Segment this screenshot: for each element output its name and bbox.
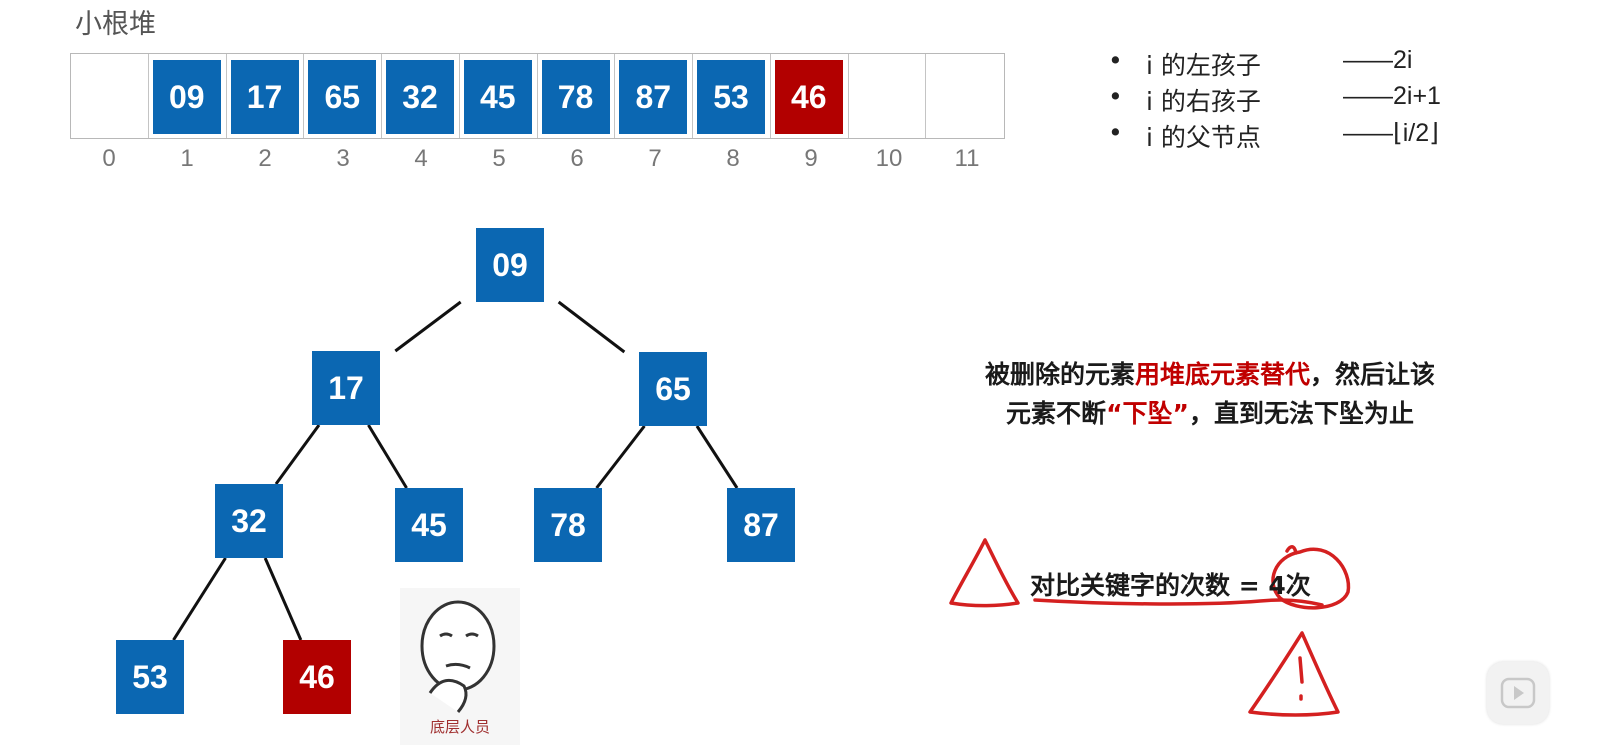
count-underline	[1033, 598, 1324, 607]
array-element: 32	[386, 60, 454, 134]
note-text: ，然后让该	[1310, 360, 1436, 389]
array-index: 5	[492, 145, 506, 172]
array-index: 6	[570, 145, 584, 172]
note-highlight: “下坠”	[1106, 399, 1189, 428]
tree-node-17: 17	[312, 351, 380, 425]
tree-edge	[557, 300, 626, 354]
note-text: 元素不断	[1006, 399, 1107, 428]
tree-node-45: 45	[395, 488, 463, 562]
array-cell: 78	[538, 54, 616, 138]
array-index-row: 0 1 2 3 4 5 6 7 8 9 10 11	[70, 145, 1006, 173]
array-cell: 46	[771, 54, 849, 138]
meme-face-icon	[420, 600, 496, 713]
array-index: 10	[875, 145, 903, 172]
array-element: 87	[619, 60, 688, 134]
formula-bullet: •	[1108, 46, 1123, 75]
tree-edge	[263, 557, 303, 641]
tree-node-46: 46	[283, 640, 351, 714]
array-element: 46	[774, 60, 843, 134]
array-cell	[71, 54, 149, 138]
array-cell: 65	[304, 54, 382, 138]
tree-edge	[695, 425, 739, 489]
tree-node-09: 09	[476, 228, 544, 302]
array-index: 2	[258, 145, 272, 172]
tree-edge	[595, 425, 646, 489]
array-cell: 45	[460, 54, 538, 138]
formula-bullet: •	[1108, 118, 1123, 147]
deletion-note-line-2: 元素不断“下坠”，直到无法下坠为止	[940, 394, 1480, 433]
formula-value: ——⌊i/2⌋	[1343, 119, 1439, 147]
tree-node-78: 78	[534, 488, 602, 562]
note-text: ，直到无法下坠为止	[1188, 399, 1414, 428]
tree-node-32: 32	[215, 484, 283, 558]
tree-edge	[172, 557, 227, 641]
deletion-note-line-1: 被删除的元素用堆底元素替代，然后让该	[940, 355, 1480, 394]
meme-caption: 底层人员	[429, 718, 490, 736]
formula-term: i 的父节点	[1146, 123, 1261, 152]
array-cell	[849, 54, 927, 138]
tree-edge	[367, 424, 408, 489]
array-element: 65	[308, 60, 377, 134]
array-index: 8	[726, 145, 740, 172]
tree-edge	[394, 300, 462, 353]
tree-node-53: 53	[116, 640, 184, 714]
array-element: 17	[230, 60, 299, 134]
warning-triangle-left-icon	[949, 538, 1020, 608]
array-cell: 53	[693, 54, 771, 138]
array-cell: 17	[227, 54, 305, 138]
tree-edges	[172, 300, 739, 641]
array-element: 53	[697, 60, 765, 134]
tree-node-87: 87	[727, 488, 795, 562]
formula-term: i 的右孩子	[1146, 87, 1261, 116]
warning-triangle-right-icon	[1248, 631, 1340, 717]
tree-edge	[274, 424, 321, 485]
formula-value: ——2i+1	[1343, 82, 1441, 110]
page-title: 小根堆	[75, 9, 156, 40]
note-text: 被删除的元素	[984, 360, 1135, 389]
array-index: 7	[648, 145, 662, 172]
count-circle	[1271, 545, 1351, 610]
formula-bullet: •	[1108, 82, 1123, 111]
meme-image: 底层人员	[400, 588, 520, 745]
array-index: 9	[804, 145, 818, 172]
formula-term: i 的左孩子	[1146, 51, 1261, 80]
array-cell: 09	[149, 54, 227, 138]
array-cell: 87	[615, 54, 693, 138]
array-element: 78	[541, 60, 610, 134]
array-index: 4	[414, 145, 428, 172]
array-cell	[926, 54, 1004, 138]
array-element: 45	[463, 60, 532, 134]
formula-value: ——2i	[1343, 46, 1413, 74]
exclamation-icon	[1298, 656, 1304, 701]
array-index: 1	[180, 145, 194, 172]
array-cell: 32	[382, 54, 460, 138]
deletion-note: 被删除的元素用堆底元素替代，然后让该 元素不断“下坠”，直到无法下坠为止	[940, 355, 1480, 433]
comparison-count: 对比关键字的次数 = 4次	[1030, 571, 1311, 600]
play-button[interactable]	[1487, 662, 1549, 724]
array-element: 09	[152, 60, 221, 134]
note-highlight: 用堆底元素替代	[1134, 360, 1310, 389]
handwritten-annotations	[949, 538, 1351, 717]
play-icon	[1500, 677, 1536, 709]
array-index: 3	[336, 145, 350, 172]
tree-node-65: 65	[639, 352, 707, 426]
array-index: 0	[102, 145, 116, 172]
array-index: 11	[954, 145, 980, 172]
